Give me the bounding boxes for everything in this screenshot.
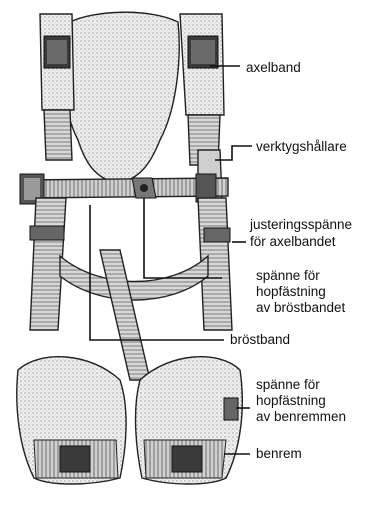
label-brostband: bröstband [230, 332, 290, 347]
harness-illustration [17, 12, 243, 484]
label-benrem: benrem [256, 446, 302, 461]
label-axelband: axelband [246, 60, 301, 75]
label-spanne-ben-3: av benremmen [256, 409, 346, 424]
label-spanne-brost-2: hopfästning [256, 284, 326, 299]
right-adjust-buckle [204, 228, 230, 242]
label-spanne-ben-1: spänne för [256, 377, 320, 392]
left-adjust-buckle [30, 226, 64, 240]
back-pad [64, 12, 179, 184]
labels: axelband verktygshållare justeringsspänn… [230, 60, 352, 461]
label-spanne-ben-2: hopfästning [256, 393, 326, 408]
leg-buckle [224, 398, 238, 420]
rear-strap [100, 250, 150, 380]
label-verktygshallare: verktygshållare [256, 139, 347, 154]
right-shoulder-strap [180, 14, 224, 165]
label-justeringsspanne-1: justeringsspänne [249, 217, 352, 232]
label-spanne-brost-1: spänne för [256, 268, 320, 283]
left-shoulder-strap [40, 14, 74, 160]
label-justeringsspanne-2: för axelbandet [250, 234, 336, 249]
label-spanne-brost-3: av bröstbandet [256, 300, 346, 315]
